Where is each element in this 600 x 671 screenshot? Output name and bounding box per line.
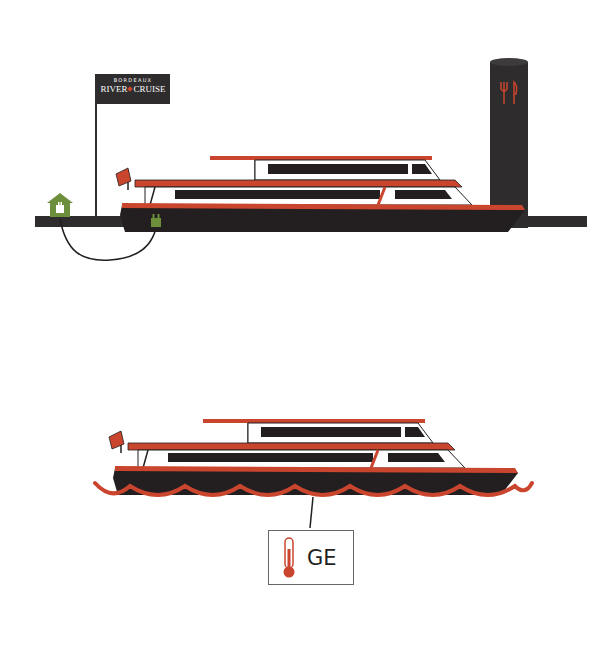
thermometer-icon [281, 537, 297, 579]
sign-separator [128, 87, 134, 93]
sign-title: BORDEAUX [100, 77, 166, 84]
sensor-label: GE [307, 546, 337, 570]
temperature-box: GE [268, 530, 354, 585]
sign-word: CRUISE [133, 84, 165, 94]
cruise-sign: BORDEAUXRIVER CRUISE [96, 74, 170, 104]
sign-word: RIVER [100, 84, 127, 94]
sign-row: RIVER CRUISE [100, 84, 166, 95]
